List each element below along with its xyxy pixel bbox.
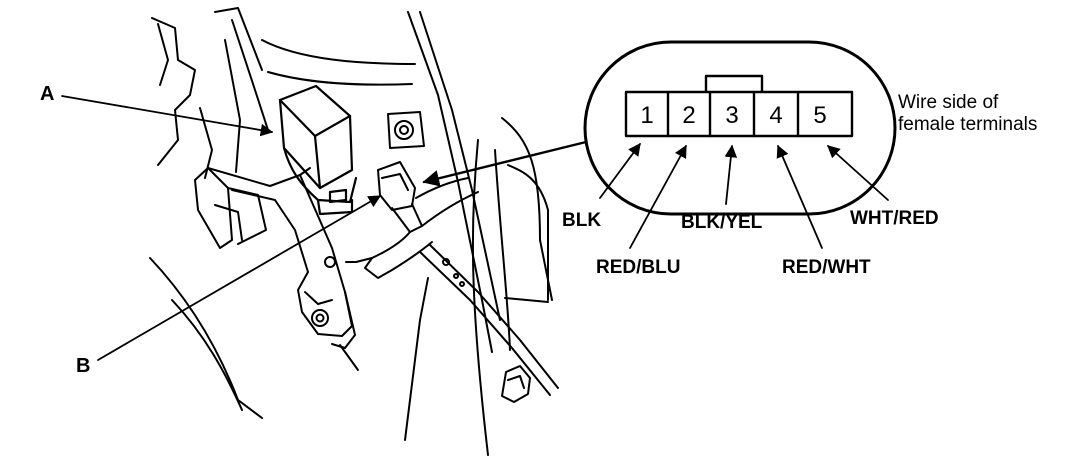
connector-note-line1: Wire side of bbox=[898, 92, 999, 113]
harness-connector-artwork bbox=[339, 161, 559, 441]
callout-a-label: A bbox=[40, 83, 55, 105]
leader-blk bbox=[599, 142, 641, 199]
leader-red-wht bbox=[776, 144, 823, 249]
callout-leaders bbox=[61, 95, 382, 361]
pin-2: 2 bbox=[682, 102, 695, 129]
leader-a bbox=[61, 95, 274, 137]
pin-4: 4 bbox=[769, 102, 782, 129]
pin-3: 3 bbox=[725, 102, 738, 129]
wire-label-blk-yel: BLK/YEL bbox=[681, 212, 763, 233]
connector-outline bbox=[583, 40, 897, 216]
mounting-bracket-artwork bbox=[194, 167, 356, 349]
wire-label-red-blu: RED/BLU bbox=[596, 257, 681, 278]
connector-note: Wire side of female terminals bbox=[898, 92, 1037, 136]
wire-leaders bbox=[599, 142, 889, 249]
leader-b bbox=[97, 195, 382, 361]
connector-face-artwork bbox=[583, 40, 897, 216]
wire-label-blk: BLK bbox=[562, 210, 602, 231]
leader-wht-red bbox=[827, 145, 889, 201]
terminal-numbers: 1 2 3 4 5 bbox=[640, 102, 826, 129]
connector-note-line2: female terminals bbox=[898, 114, 1038, 135]
connector-latch bbox=[704, 74, 764, 94]
wire-label-wht-red: WHT/RED bbox=[850, 208, 939, 229]
connector-pointer-arrow bbox=[422, 140, 588, 187]
leader-blk-yel bbox=[724, 144, 738, 205]
callout-b-label: B bbox=[76, 355, 91, 377]
pin-5: 5 bbox=[813, 102, 826, 129]
relay-a-artwork bbox=[278, 84, 358, 216]
pin-1: 1 bbox=[640, 102, 653, 129]
wire-label-red-wht: RED/WHT bbox=[782, 257, 871, 278]
terminal-cavities bbox=[624, 90, 854, 138]
leader-red-blu bbox=[629, 144, 687, 249]
vehicle-panel-artwork bbox=[149, 7, 553, 456]
